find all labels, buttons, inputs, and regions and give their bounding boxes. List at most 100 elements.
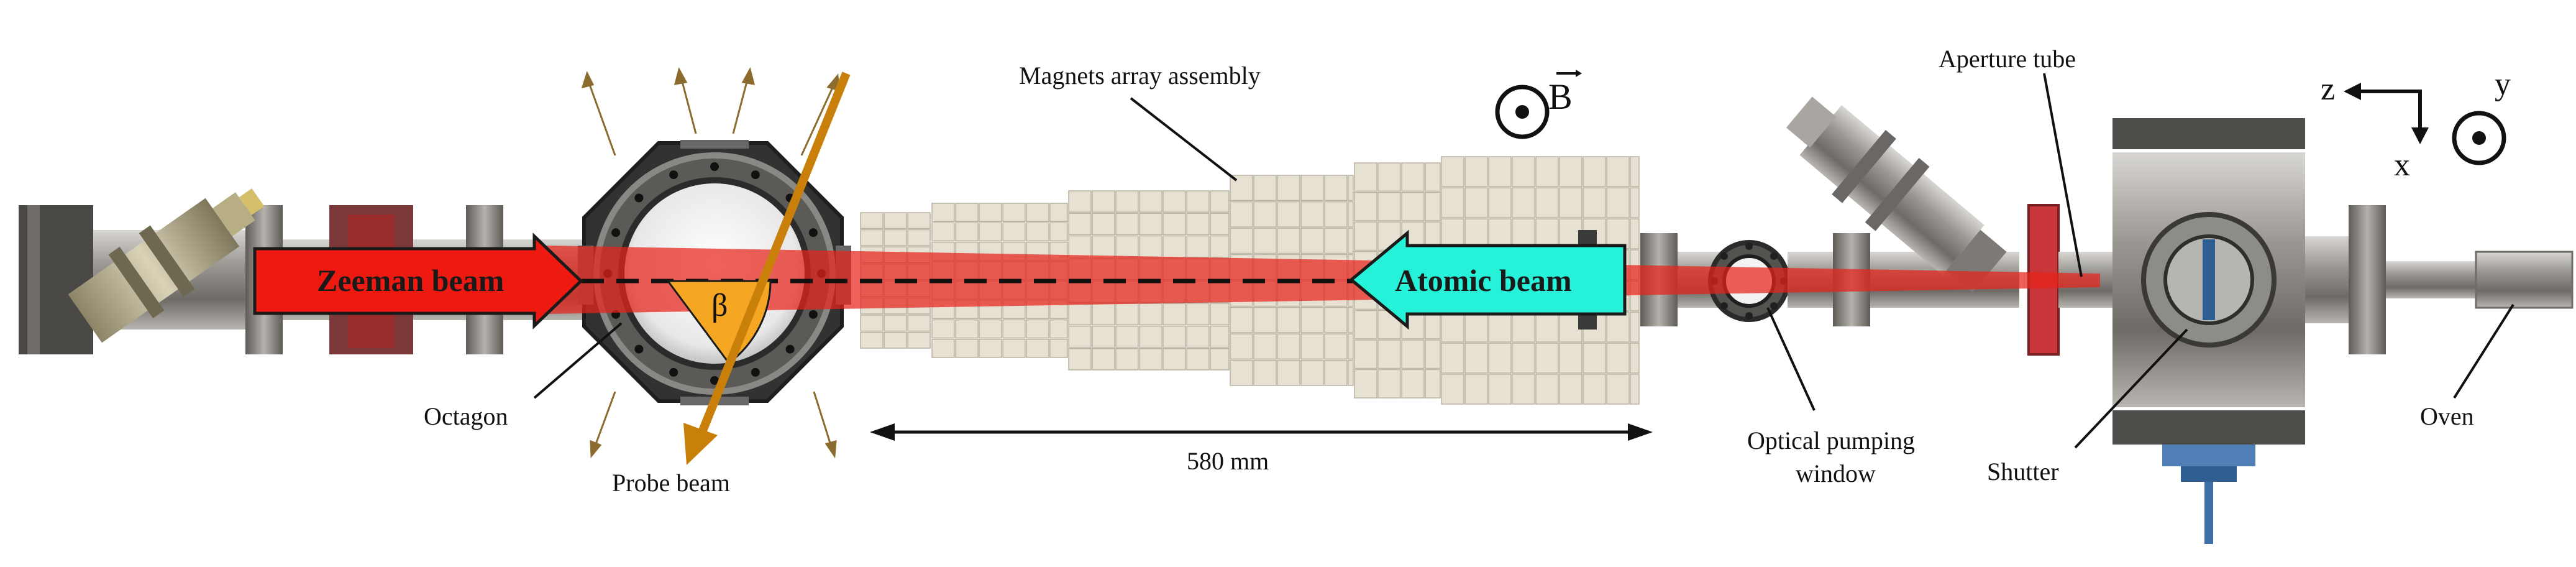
cross-bottom-flange (2112, 410, 2305, 445)
magnet-block (1535, 156, 1559, 187)
magnet-block (1186, 303, 1210, 326)
leader-lines (533, 73, 2514, 449)
probe-beam-label: Probe beam (612, 469, 730, 497)
magnet-block (1253, 359, 1277, 386)
octagon-bolt (808, 228, 818, 237)
magnet-block (1425, 162, 1441, 192)
magnet-block (907, 212, 931, 229)
magnet-block (1377, 339, 1401, 369)
magnet-block (1488, 311, 1512, 343)
cross-top-flange (2112, 118, 2305, 149)
magnet-block (1092, 325, 1115, 348)
magnet-block (1535, 374, 1559, 405)
magnet-block (1049, 203, 1068, 222)
magnet-block (860, 315, 884, 332)
magnet-block (1354, 339, 1377, 369)
magnet-block (1535, 187, 1559, 218)
magnet-block (1606, 187, 1630, 218)
magnet-block (1115, 325, 1139, 348)
magnet-block (1324, 333, 1348, 360)
magnet-block (1535, 343, 1559, 374)
b-field-symbol (1495, 70, 1582, 139)
magnet-block (1026, 203, 1049, 222)
shutter-label: Shutter (1987, 458, 2059, 486)
magnet-block (1377, 221, 1401, 251)
probe-beam-line (697, 71, 851, 437)
magnet-block (1630, 218, 1640, 249)
magnet-block (1401, 162, 1425, 192)
magnet-block (1425, 339, 1441, 369)
magnet-block (860, 229, 884, 246)
octagon-bolt (710, 376, 719, 385)
beta-label: β (711, 288, 728, 323)
magnet-block (1253, 307, 1277, 333)
axis-z-label: z (2321, 71, 2335, 107)
magnet-block (1092, 303, 1115, 326)
magnet-block (1162, 213, 1186, 236)
magnet-block (1210, 235, 1230, 258)
octagon-bolt (751, 367, 760, 377)
magnet-block (1464, 187, 1488, 218)
magnet-block (1210, 190, 1230, 213)
magnet-block (955, 203, 979, 222)
magnet-block (907, 331, 931, 349)
magnet-block (1377, 369, 1401, 399)
six-way-cross (2112, 118, 2386, 544)
magnet-block (1441, 374, 1464, 405)
magnet-block (1092, 213, 1115, 236)
y-axis-symbol (2452, 111, 2506, 165)
octagon-port-top (680, 140, 749, 149)
magnet-block (1441, 187, 1464, 218)
magnet-block (1441, 156, 1464, 187)
magnet-block (1583, 156, 1606, 187)
optical-window-label-line1: Optical pumping (1747, 426, 1915, 454)
magnet-block (1115, 213, 1139, 236)
magnet-block (1488, 187, 1512, 218)
magnet-block (1324, 228, 1348, 254)
magnet-block (1441, 343, 1464, 374)
oven-body (2475, 251, 2574, 309)
shutter-rod (2204, 482, 2213, 544)
magnet-block (1324, 201, 1348, 228)
magnet-block (1401, 191, 1425, 221)
magnet-block (1049, 222, 1068, 242)
magnet-block (1230, 228, 1253, 254)
magnet-block (1092, 235, 1115, 258)
magnet-block (1512, 156, 1535, 187)
optical-window-leader (1766, 307, 1816, 411)
magnet-block (931, 222, 955, 242)
magnet-block (1186, 235, 1210, 258)
magnet-block (1425, 369, 1441, 399)
magnet-block (1300, 307, 1324, 333)
magnet-block (860, 331, 884, 349)
magnet-block (1068, 303, 1092, 326)
magnet-block (1348, 359, 1354, 386)
magnet-block (1377, 162, 1401, 192)
magnet-block (1139, 348, 1162, 371)
magnet-block (1377, 191, 1401, 221)
magnet-block (1115, 235, 1139, 258)
magnet-block (1401, 339, 1425, 369)
magnet-block (955, 222, 979, 242)
magnet-block (1230, 333, 1253, 360)
magnet-block (931, 339, 955, 358)
magnet-block (1630, 311, 1640, 343)
oven-leader (2453, 303, 2514, 399)
magnet-block (1049, 339, 1068, 358)
magnet-block (1068, 325, 1092, 348)
shutter-feedthrough-blue (2162, 445, 2255, 466)
magnet-block (1277, 201, 1300, 228)
magnet-block (1026, 319, 1049, 339)
probe-beam-arrowhead (683, 423, 718, 465)
magnet-block (1230, 359, 1253, 386)
magnet-block (1606, 343, 1630, 374)
magnet-block (1606, 156, 1630, 187)
magnet-block (1139, 303, 1162, 326)
magnet-block (1348, 201, 1354, 228)
axis-x-label: x (2394, 147, 2410, 183)
magnet-block (1162, 235, 1186, 258)
magnet-block (907, 229, 931, 246)
octagon-bolt (634, 344, 644, 354)
magnet-block (955, 319, 979, 339)
